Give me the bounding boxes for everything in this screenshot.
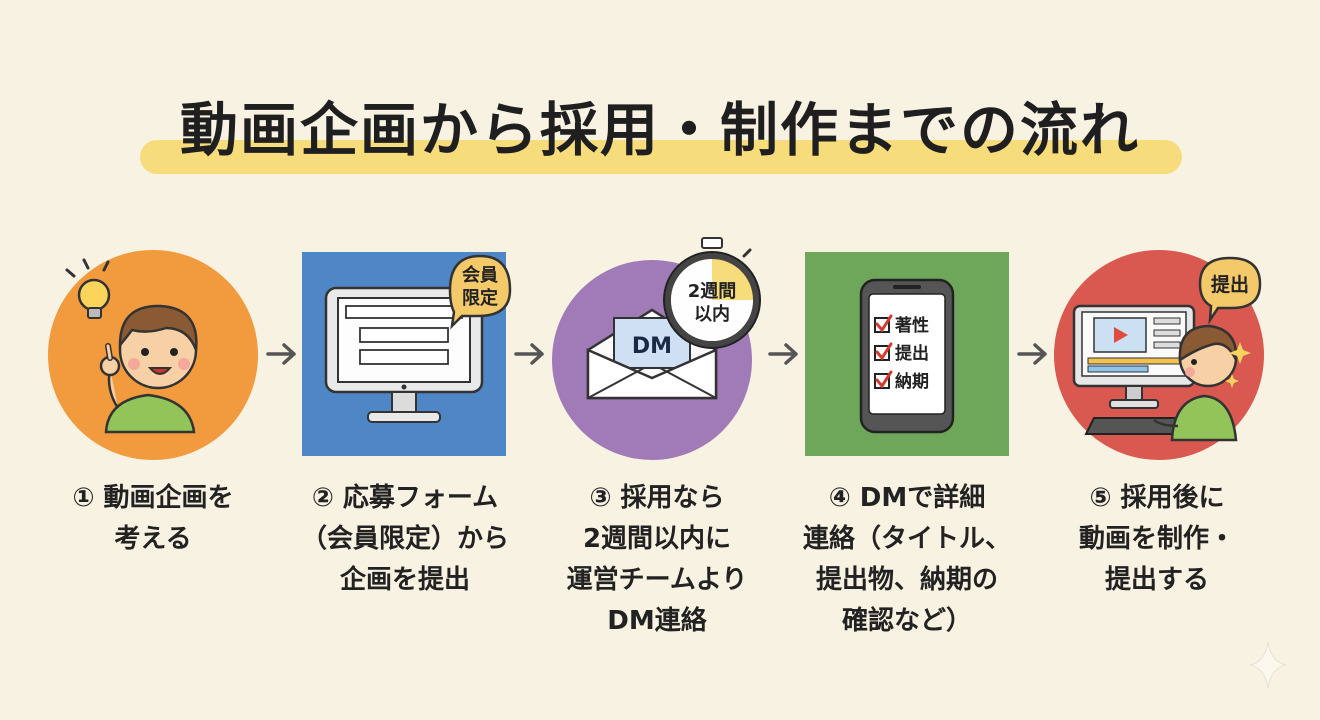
caption-line: 提出物、納期の [815,565,998,595]
boy-figure [99,304,198,434]
caption-line: 確認など） [841,606,972,636]
checklist-item: 著性 [895,315,929,336]
badge-line-1: 会員 [462,264,498,286]
submit-badge: 提出 [1198,256,1262,325]
step-2-illustration: 会員 限定 [302,250,512,460]
arrow-icon [1016,340,1050,368]
sparkle-icon [1225,374,1239,388]
caption-line: ④ DMで詳細 [828,483,986,513]
sparkle-icon [1229,342,1251,364]
page-title: 動画企画から採用・制作までの流れ [179,96,1140,164]
step-5-illustration: 提出 [1054,250,1264,460]
caption-line: ② 応募フォーム [311,483,499,513]
caption-line: ③ 採用なら [589,483,725,513]
boy-figure [1153,324,1238,442]
step-1-caption: ① 動画企画を 考える [28,478,278,560]
caption-line: 動画を制作・ [1078,524,1235,554]
check-row-1: 著性 [874,314,929,336]
caption-line: 企画を提出 [339,565,470,595]
caption-line: 運営チームより [566,565,748,595]
caption-line: （会員限定）から [300,524,509,554]
step-4-illustration: 著性 提出 納期 [805,250,1015,460]
checklist: 著性 提出 納期 [874,314,929,392]
title-highlight [140,140,1182,174]
computer-form-icon: 会員 限定 [302,252,512,456]
arrow-icon [513,340,547,368]
play-icon [1114,327,1128,343]
checklist-item: 納期 [895,371,929,392]
checklist-item: 提出 [895,343,929,364]
check-row-2: 提出 [874,342,929,364]
caption-line: 連絡（タイトル、 [802,524,1011,554]
stopwatch-icon: 2週間 以内 [663,237,761,349]
caption-line: DM連絡 [607,606,707,636]
monitor-icon [1072,304,1196,409]
lightbulb-icon [65,258,111,319]
step-5-caption: ⑤ 採用後に 動画を制作・ 提出する [1032,478,1282,601]
step-1-illustration [48,250,258,460]
smartphone-checklist-icon: 著性 提出 納期 [805,252,1009,456]
dm-envelope-stopwatch-icon: DM 2週間 以内 [552,237,761,460]
step-3-caption: ③ 採用なら 2週間以内に 運営チームより DM連絡 [532,478,782,642]
editing-boy-icon: 提出 [1054,250,1264,460]
badge-line-2: 限定 [462,287,498,309]
lightbulb-boy-icon [48,250,258,460]
caption-line: 考える [114,524,192,554]
members-only-badge: 会員 限定 [448,254,512,330]
caption-line: ⑤ 採用後に [1089,483,1225,513]
sparkle-icon [1248,640,1288,690]
envelope-label: DM [632,334,672,359]
badge-text: 提出 [1211,273,1249,296]
step-4-caption: ④ DMで詳細 連絡（タイトル、 提出物、納期の 確認など） [782,478,1032,642]
timer-line-2: 以内 [694,303,730,325]
title-area: 動画企画から採用・制作までの流れ [0,88,1320,174]
check-row-3: 納期 [874,370,929,392]
step-2-caption: ② 応募フォーム （会員限定）から 企画を提出 [280,478,530,601]
arrow-icon [767,340,801,368]
caption-line: 2週間以内に [582,524,732,554]
caption-line: ① 動画企画を [72,483,234,513]
timer-line-1: 2週間 [688,281,737,302]
monitor-icon [324,286,484,423]
step-3-illustration: DM 2週間 以内 [552,237,762,460]
caption-line: 提出する [1104,565,1209,595]
arrow-icon [265,340,299,368]
